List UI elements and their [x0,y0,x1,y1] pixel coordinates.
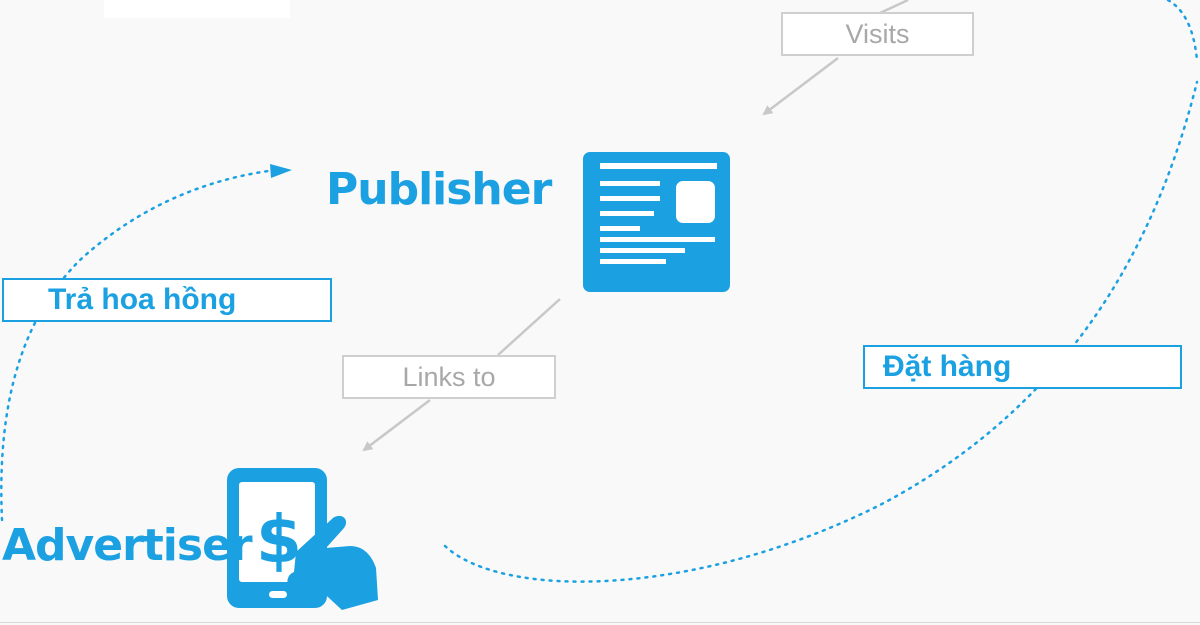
commission-arrowhead [270,164,292,178]
bottom-divider [0,622,1200,623]
commission-dotted-path [0,168,278,522]
visits-arrow-top [879,0,909,15]
order-dotted-path-top [1166,0,1199,62]
visits-arrow [762,57,839,116]
top-white-strip [104,0,290,18]
order-label-box: Đặt hàng [863,345,1182,389]
svg-text:$: $ [256,501,302,578]
links-to-arrow [362,399,431,452]
links-to-arrow-top [497,298,561,356]
document-page-icon [583,152,730,292]
order-dotted-path [443,80,1199,583]
advertiser-label: Advertiser [2,520,253,571]
links-to-label-box: Links to [342,355,556,399]
publisher-label: Publisher [326,164,552,215]
commission-label-box: Trả hoa hồng [2,278,332,322]
visits-label-box: Visits [781,12,974,56]
tablet-dollar-tap-icon: $ [227,468,378,610]
